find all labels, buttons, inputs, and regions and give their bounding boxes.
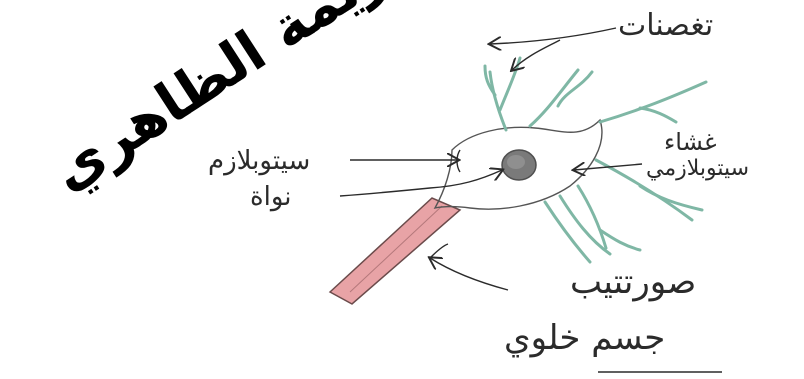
label-axon: صورتتيب xyxy=(570,262,696,302)
label-cytoplasm-membrane-line1: غشاء xyxy=(664,128,717,156)
label-dendrites: تغصنات xyxy=(618,8,713,43)
label-nucleus: نواة xyxy=(250,182,292,212)
label-cytoplasm: سيتوبلازم xyxy=(208,146,310,176)
axon xyxy=(330,198,460,304)
label-cytoplasm-membrane-line2: سيتوبلازمي xyxy=(646,156,749,181)
label-cell-body: جسم خلوي xyxy=(504,318,665,358)
